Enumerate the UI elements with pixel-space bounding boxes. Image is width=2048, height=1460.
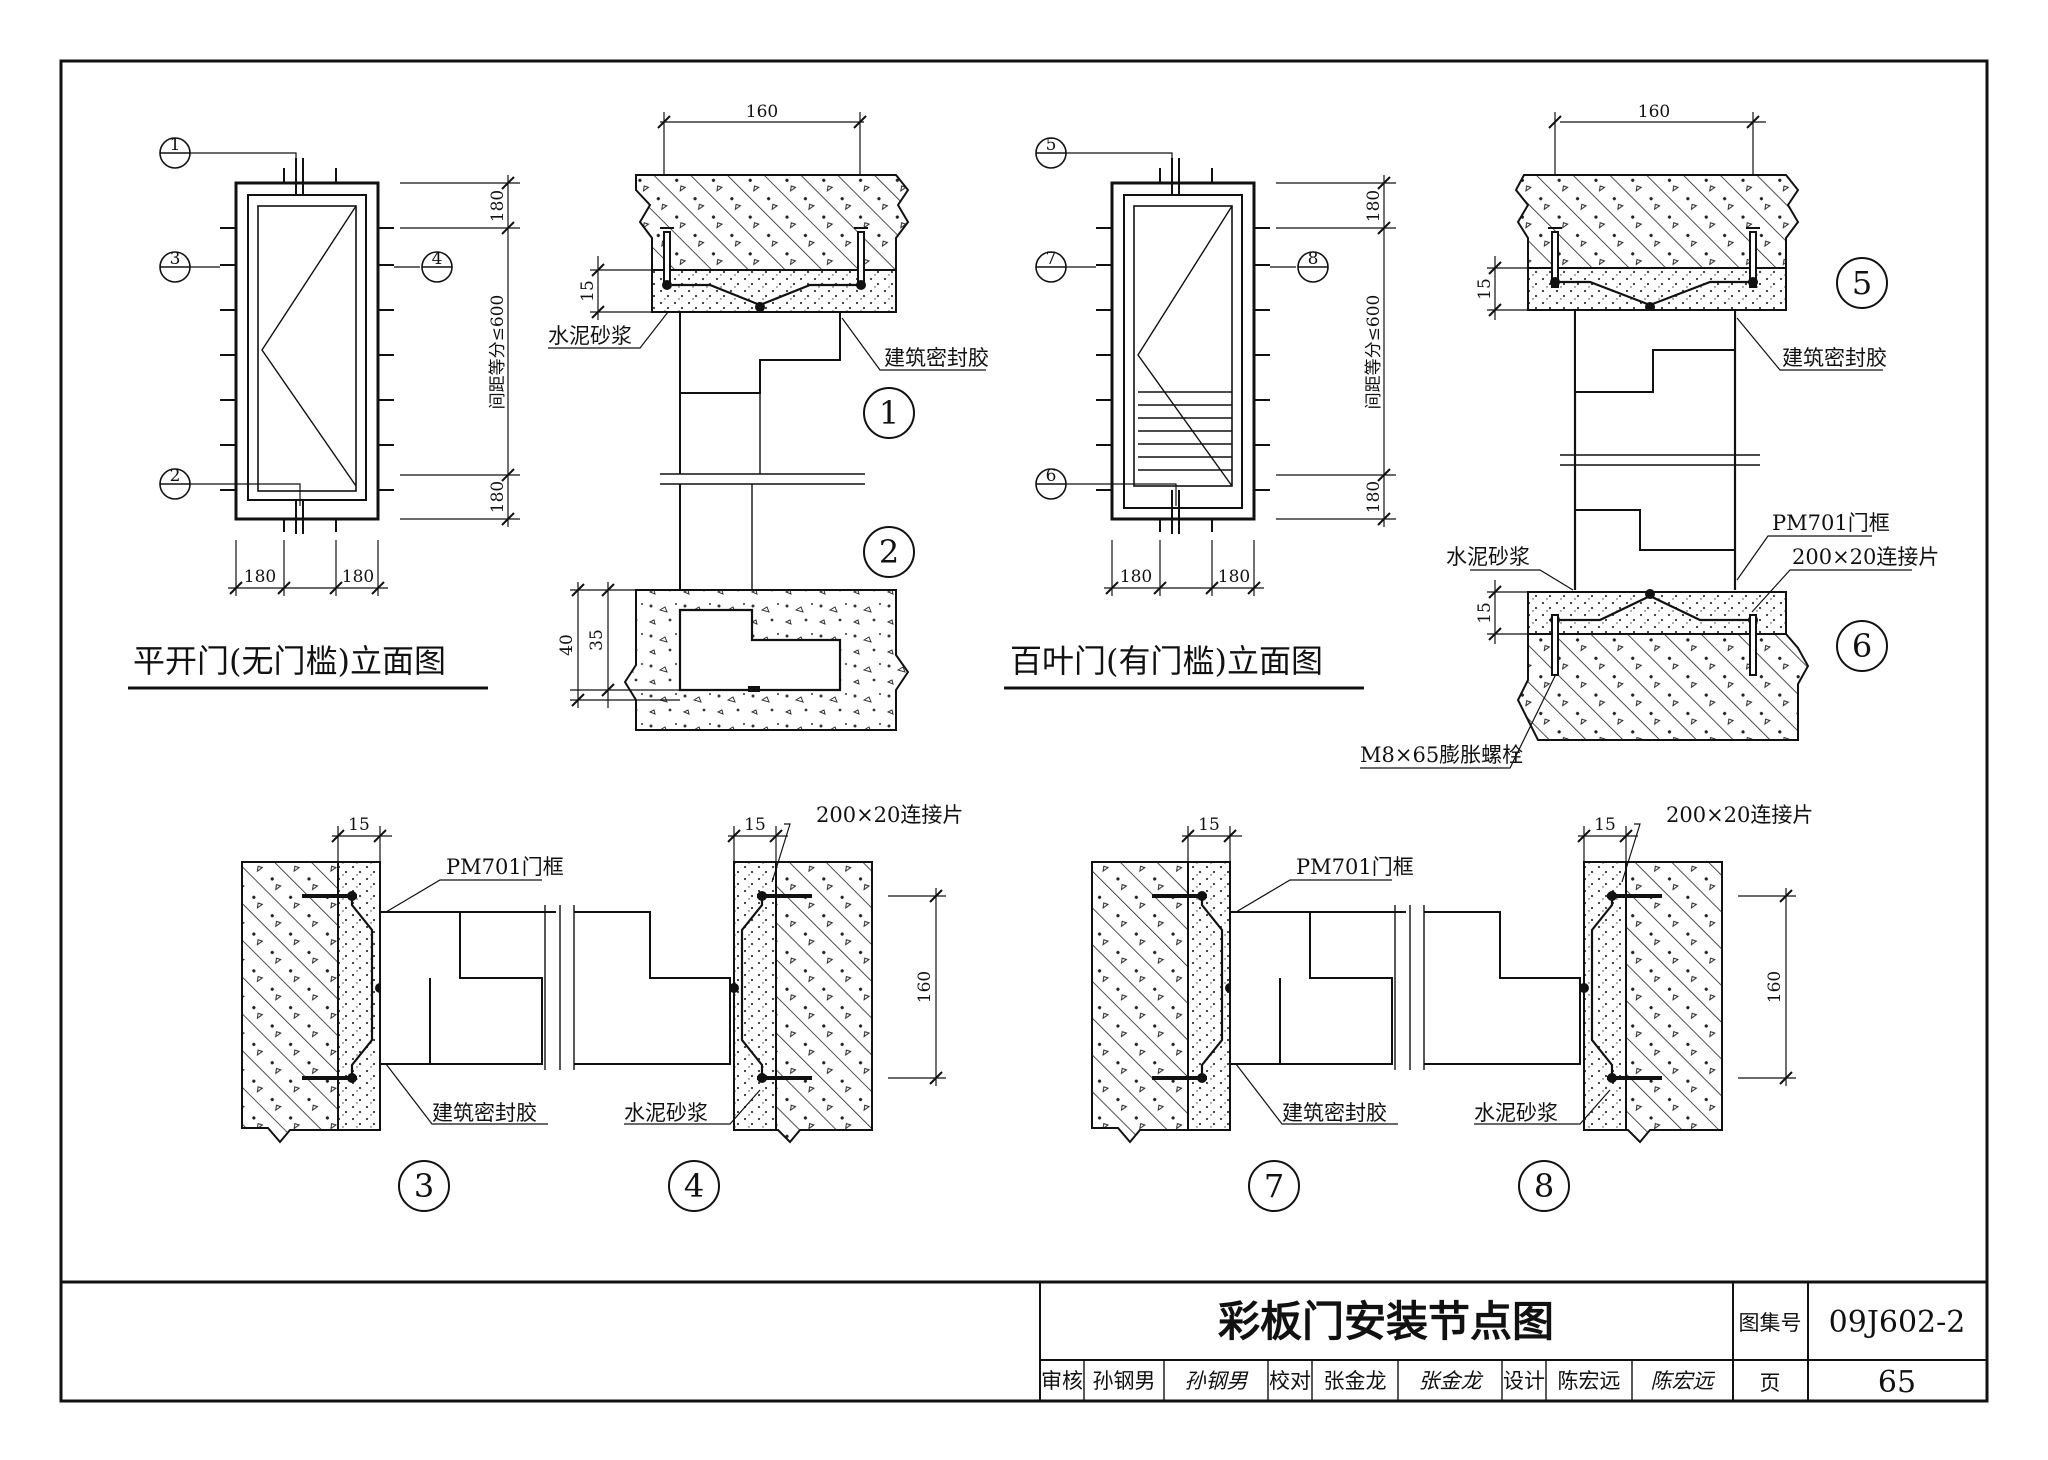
elevation1-title: 平开门(无门槛)立面图 <box>133 642 446 680</box>
d34-label-frame: PM701门框 <box>446 855 564 879</box>
sheet-border <box>59 59 1989 1403</box>
elevation-swing-door <box>128 152 520 690</box>
marker-7: 7 <box>1046 249 1057 269</box>
dim-b1-2: 180 <box>1120 567 1152 587</box>
page-number: 65 <box>1878 1365 1916 1400</box>
check-name: 张金龙 <box>1324 1369 1387 1393</box>
d78-dim-160: 160 <box>1765 971 1785 1003</box>
marker-2: 2 <box>170 466 181 486</box>
d56-label-frame: PM701门框 <box>1772 511 1890 535</box>
review-label: 审核 <box>1041 1369 1083 1393</box>
dim-b2-2: 180 <box>1218 567 1250 587</box>
d78-label-sealant: 建筑密封胶 <box>1282 1101 1387 1125</box>
d56-label-bolt: M8×65膨胀螺栓 <box>1360 743 1523 767</box>
review-signature: 孙钢男 <box>1185 1369 1249 1393</box>
d78-num-8: 8 <box>1534 1167 1554 1205</box>
d56-dim-width: 160 <box>1638 102 1670 122</box>
dim-bottom: 180 <box>488 481 508 513</box>
elevation2-markers <box>1035 137 1329 500</box>
marker-6: 6 <box>1046 466 1057 486</box>
atlas-label: 图集号 <box>1739 1311 1802 1335</box>
d12-label-sealant: 建筑密封胶 <box>884 346 989 370</box>
marker-5: 5 <box>1046 135 1057 155</box>
detail-3-4 <box>241 823 946 1212</box>
d78-dim-15a: 15 <box>1198 815 1220 835</box>
d78-label-plate: 200×20连接片 <box>1666 803 1813 827</box>
marker-3: 3 <box>170 249 181 269</box>
d34-label-sealant: 建筑密封胶 <box>432 1101 537 1125</box>
d12-dim-15: 15 <box>578 280 598 302</box>
d12-dim-40: 40 <box>557 634 577 656</box>
dim-span: 间距等分≤600 <box>488 295 508 410</box>
check-label: 校对 <box>1269 1369 1311 1393</box>
detail-7-8 <box>1091 823 1796 1212</box>
sheet-title: 彩板门安装节点图 <box>1218 1297 1554 1346</box>
d78-label-frame: PM701门框 <box>1296 855 1414 879</box>
elevation2-title: 百叶门(有门槛)立面图 <box>1010 642 1323 680</box>
marker-4: 4 <box>432 249 443 269</box>
d34-label-mortar: 水泥砂浆 <box>624 1101 708 1125</box>
d56-dim-15b: 15 <box>1475 602 1495 624</box>
review-name: 孙钢男 <box>1093 1369 1156 1393</box>
d56-num-5: 5 <box>1852 264 1872 302</box>
d12-dim-35: 35 <box>587 629 607 651</box>
d34-dim-15a: 15 <box>348 815 370 835</box>
marker-8: 8 <box>1308 249 1319 269</box>
d34-label-plate: 200×20连接片 <box>816 803 963 827</box>
elevation1-markers <box>159 137 453 500</box>
d34-num-4: 4 <box>684 1167 704 1205</box>
d12-num-1: 1 <box>879 394 899 432</box>
design-signature: 陈宏远 <box>1651 1369 1716 1393</box>
d12-num-2: 2 <box>879 533 899 571</box>
d12-dim-width: 160 <box>746 102 778 122</box>
dim-b1: 180 <box>244 567 276 587</box>
dim-bottom-2: 180 <box>1364 481 1384 513</box>
d78-label-mortar: 水泥砂浆 <box>1474 1101 1558 1125</box>
design-label: 设计 <box>1503 1369 1545 1393</box>
detail-1-2 <box>548 112 986 731</box>
d34-num-3: 3 <box>414 1167 434 1205</box>
d56-label-mortar: 水泥砂浆 <box>1446 545 1530 569</box>
d56-dim-15a: 15 <box>1475 278 1495 300</box>
d56-num-6: 6 <box>1852 627 1872 665</box>
dim-top: 180 <box>488 190 508 222</box>
d56-label-plate: 200×20连接片 <box>1792 545 1939 569</box>
d12-label-mortar: 水泥砂浆 <box>548 324 632 348</box>
design-name: 陈宏远 <box>1558 1369 1621 1393</box>
marker-1: 1 <box>170 135 181 155</box>
elevation-louver-door <box>1004 152 1396 690</box>
check-signature: 张金龙 <box>1419 1369 1484 1393</box>
d34-dim-15b: 15 <box>744 815 766 835</box>
d78-num-7: 7 <box>1264 1167 1284 1205</box>
dim-b2: 180 <box>342 567 374 587</box>
d34-dim-160: 160 <box>915 971 935 1003</box>
d56-label-sealant: 建筑密封胶 <box>1782 346 1887 370</box>
d78-dim-15b: 15 <box>1594 815 1616 835</box>
dim-top-2: 180 <box>1364 190 1384 222</box>
dim-span-2: 间距等分≤600 <box>1364 295 1384 410</box>
detail-5-6 <box>1360 112 1912 769</box>
page-label: 页 <box>1760 1371 1781 1395</box>
title-block <box>61 1280 1987 1401</box>
atlas-number: 09J602-2 <box>1829 1305 1966 1340</box>
